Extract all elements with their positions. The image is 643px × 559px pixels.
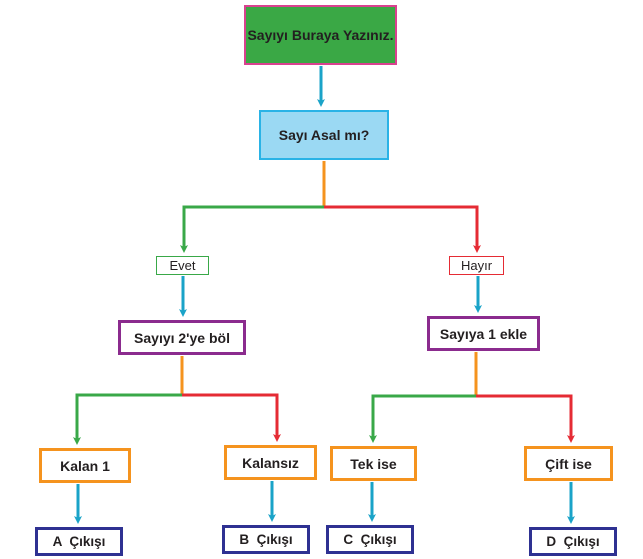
no-label: Hayır xyxy=(449,256,504,275)
result-even: Çift ise xyxy=(524,446,613,481)
result-odd: Tek ise xyxy=(330,446,417,481)
process-divide-by-two: Sayıyı 2'ye böl xyxy=(118,320,246,355)
output-d: D Çıkışı xyxy=(529,527,617,556)
output-c: C Çıkışı xyxy=(326,525,414,554)
yes-label: Evet xyxy=(156,256,209,275)
branch-yes-line xyxy=(180,205,324,253)
result-no-remainder: Kalansız xyxy=(224,445,317,480)
result-remainder-one: Kalan 1 xyxy=(39,448,131,483)
branch-left-green xyxy=(73,393,182,445)
process-add-one: Sayıya 1 ekle xyxy=(427,316,540,351)
output-b: B Çıkışı xyxy=(222,525,310,554)
start-node: Sayıyı Buraya Yazınız. xyxy=(244,5,397,65)
branch-right-green xyxy=(369,394,476,443)
decision-node: Sayı Asal mı? xyxy=(259,110,389,160)
branch-left-red xyxy=(182,393,281,442)
branch-no-line xyxy=(324,205,481,253)
output-a: A Çıkışı xyxy=(35,527,123,556)
branch-right-red xyxy=(476,394,575,443)
